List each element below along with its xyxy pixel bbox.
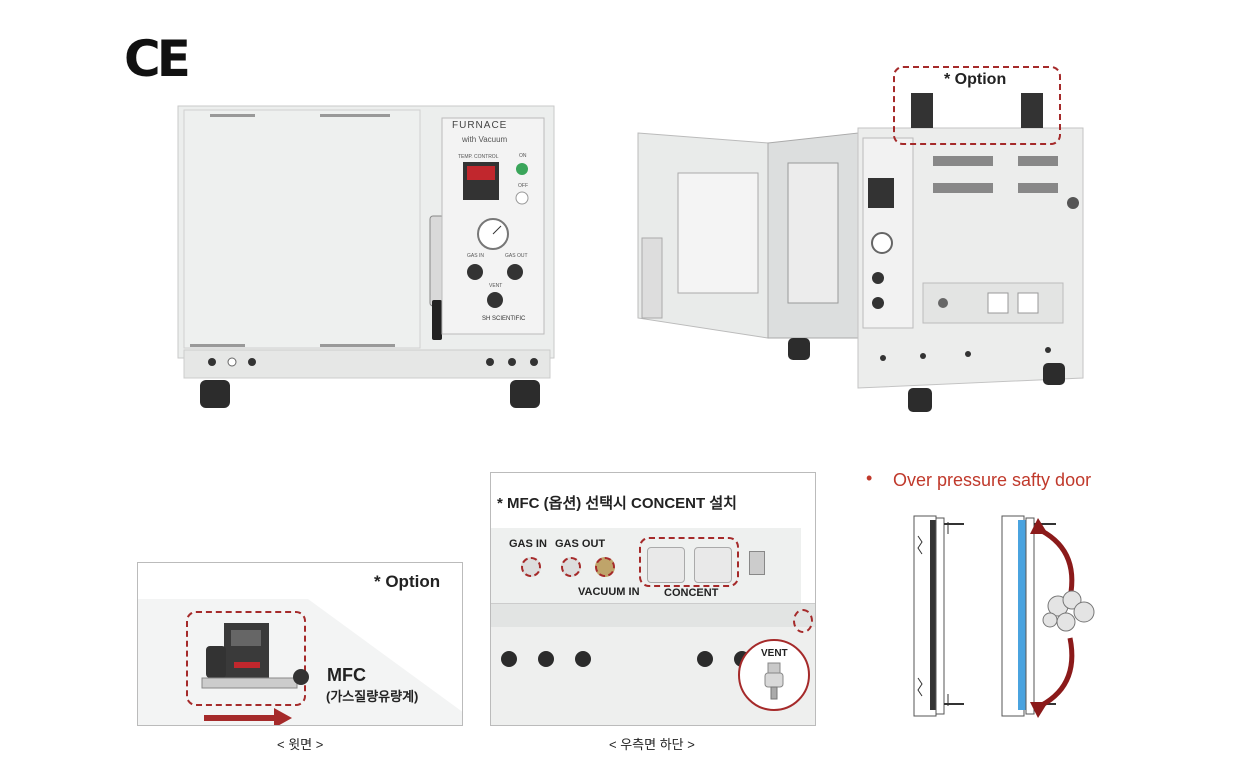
door-closed-diagram (913, 515, 964, 717)
side-option-highlight (893, 66, 1061, 145)
mfc-background (138, 599, 462, 725)
on-label: ON (519, 153, 527, 159)
base-hole-2 (538, 651, 554, 667)
front-panel-title: FURNACE (452, 120, 508, 131)
temp-control-label: TEMP. CONTROL (458, 154, 499, 160)
mfc-highlight (186, 611, 306, 706)
off-label: OFF (518, 183, 528, 189)
gas-in-label: GAS IN (467, 253, 484, 259)
concent-title: * MFC (옵션) 선택시 CONCENT 설치 (497, 495, 737, 512)
mfc-panel: * Option MFC (가스질량유량계) (137, 562, 463, 726)
side-furnace-image (628, 88, 1098, 428)
brand-label: SH SCIENTIFIC (482, 316, 526, 322)
vent-valve-icon (764, 662, 784, 700)
mfc-subtitle: (가스질량유량계) (326, 689, 419, 704)
base-hole-3 (575, 651, 591, 667)
vacuum-in-port-icon (595, 557, 615, 577)
ce-mark: CE (124, 30, 191, 88)
concent-panel: * MFC (옵션) 선택시 CONCENT 설치 GAS IN GAS OUT… (490, 472, 816, 726)
gas-out-label: GAS OUT (505, 253, 528, 259)
front-furnace-image (170, 100, 560, 415)
vent-zoom-label: VENT (761, 648, 788, 659)
front-panel-subtitle: with Vacuum (462, 135, 508, 144)
mfc-title: MFC (327, 665, 366, 685)
side-option-label: * Option (944, 71, 1007, 88)
concent-gas-out-label: GAS OUT (555, 538, 606, 550)
vent-zoom-circle (738, 639, 810, 711)
gas-out-port-icon (561, 557, 581, 577)
mfc-device-image (201, 623, 298, 689)
door-open-diagram (1001, 515, 1095, 718)
door-title: Over pressure safty door (893, 470, 1092, 490)
base-hole-1 (501, 651, 517, 667)
outlet-2-icon (694, 547, 732, 583)
concent-ledge (491, 603, 815, 629)
arrow-icon (204, 708, 292, 725)
mfc-caption: < 윗면 > (277, 737, 324, 752)
concent-concent-label: CONCENT (664, 587, 719, 599)
concent-gas-in-label: GAS IN (509, 538, 547, 550)
vent-label: VENT (489, 283, 503, 289)
base-hole-4 (697, 651, 713, 667)
outlet-1-icon (647, 547, 685, 583)
concent-caption: < 우측면 하단 > (609, 737, 695, 752)
door-bullet: • (866, 468, 873, 488)
network-port-icon (749, 551, 765, 575)
mfc-option-label: * Option (374, 572, 441, 591)
mfc-knob-icon (293, 669, 309, 685)
concent-vacuum-in-label: VACUUM IN (578, 586, 640, 598)
gas-in-port-icon (521, 557, 541, 577)
ledge-highlight (793, 609, 813, 633)
concent-highlight (639, 537, 739, 587)
